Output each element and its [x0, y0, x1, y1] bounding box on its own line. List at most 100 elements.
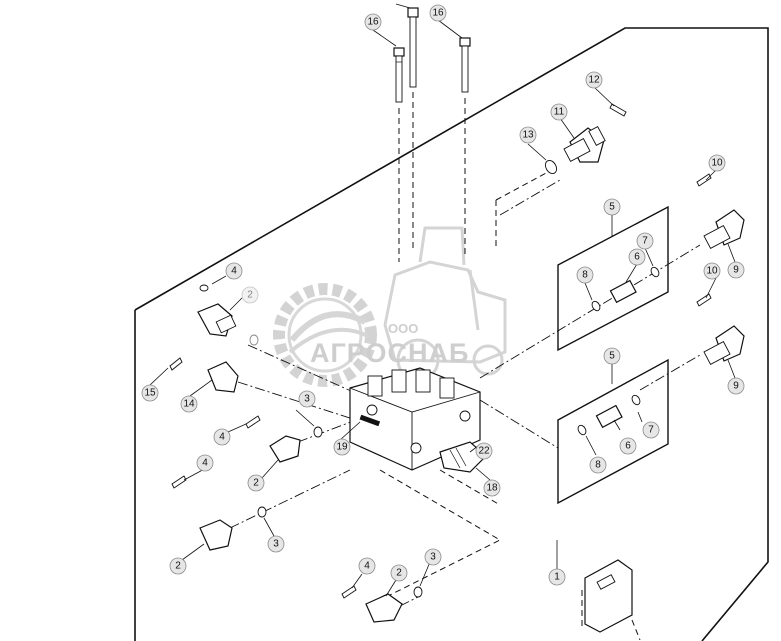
assembly-dash-lines — [379, 92, 549, 601]
svg-text:4: 4 — [202, 458, 208, 469]
svg-text:8: 8 — [582, 270, 588, 281]
callout-4-top: 4 — [225, 262, 243, 280]
elbow-2-lower — [199, 519, 233, 551]
svg-text:1: 1 — [554, 572, 560, 583]
svg-text:4: 4 — [231, 266, 237, 277]
svg-text:15: 15 — [144, 388, 156, 399]
plug-15 — [169, 357, 183, 371]
watermark-gear-icon — [273, 283, 377, 387]
oring-3-bottom — [413, 586, 423, 598]
assembly-frame — [134, 27, 769, 641]
oring-7-lower — [631, 394, 641, 406]
svg-text:11: 11 — [554, 107, 565, 118]
svg-text:6: 6 — [634, 252, 640, 263]
callout-2-lower: 2 — [169, 557, 187, 575]
svg-text:10: 10 — [711, 158, 723, 169]
callout-7-upper: 7 — [636, 232, 654, 250]
callout-5-upper: 5 — [603, 198, 621, 216]
bolt-right — [459, 37, 471, 93]
svg-text:7: 7 — [642, 236, 648, 247]
subassembly-box-upper — [557, 205, 669, 352]
elbow-9-upper — [703, 209, 745, 249]
callout-19: 19 — [333, 438, 351, 456]
svg-text:9: 9 — [733, 265, 739, 276]
svg-text:12: 12 — [588, 75, 600, 86]
callout-3-mid: 3 — [298, 390, 316, 408]
svg-text:6: 6 — [625, 441, 631, 452]
callout-6-upper: 6 — [628, 248, 646, 266]
cartridge-valve — [439, 441, 487, 473]
callout-10-upper: 10 — [708, 154, 726, 172]
callout-18: 18 — [483, 479, 501, 497]
svg-text:8: 8 — [595, 460, 601, 471]
oring-8-upper — [591, 300, 601, 312]
callout-4-mid: 4 — [213, 428, 231, 446]
svg-text:3: 3 — [273, 539, 279, 550]
callout-1: 1 — [548, 568, 566, 586]
svg-text:2: 2 — [253, 478, 259, 489]
plug-4-mid — [245, 415, 261, 429]
svg-text:4: 4 — [219, 432, 225, 443]
callout-14: 14 — [180, 395, 198, 413]
elbow-14 — [207, 361, 239, 393]
plug-10-lower — [696, 293, 712, 307]
watermark-brand: АГРОСНАБ — [310, 338, 469, 368]
plug-12 — [609, 103, 627, 117]
svg-text:16: 16 — [432, 8, 444, 19]
svg-text:19: 19 — [336, 442, 348, 453]
callout-9-lower: 9 — [727, 377, 745, 395]
svg-text:7: 7 — [648, 425, 654, 436]
svg-text:13: 13 — [522, 130, 534, 141]
svg-text:22: 22 — [478, 446, 490, 457]
elbow-2-bottom — [365, 593, 403, 623]
svg-text:3: 3 — [430, 552, 436, 563]
callout-3-bottom: 3 — [424, 548, 442, 566]
svg-text:14: 14 — [183, 399, 195, 410]
elbow-2-mid — [269, 435, 301, 463]
callout-5-lower: 5 — [603, 347, 621, 365]
svg-text:3: 3 — [304, 394, 310, 405]
callout-2-bottom: 2 — [390, 564, 408, 582]
callout-12: 12 — [585, 71, 603, 89]
callout-13: 13 — [519, 126, 537, 144]
centerlines — [229, 179, 701, 607]
subassembly-box-lower — [557, 358, 669, 505]
bolt-left — [393, 47, 405, 103]
oring-3-lower — [257, 506, 267, 518]
callout-4-lower: 4 — [196, 454, 214, 472]
callout-7-lower: 7 — [642, 421, 660, 439]
svg-text:18: 18 — [486, 483, 498, 494]
callout-8-upper: 8 — [576, 266, 594, 284]
svg-text:2: 2 — [175, 561, 181, 572]
callout-6-lower: 6 — [619, 437, 637, 455]
oring-4-top — [199, 284, 209, 292]
bracket — [581, 559, 641, 641]
svg-text:10: 10 — [706, 266, 718, 277]
callout-11: 11 — [550, 103, 568, 121]
oring-13 — [544, 159, 558, 175]
callout-3-lower: 3 — [267, 535, 285, 553]
watermark-harvester-icon — [383, 226, 507, 382]
svg-text:5: 5 — [609, 351, 615, 362]
svg-text:4: 4 — [364, 561, 370, 572]
callout-16-right: 16 — [429, 4, 447, 22]
callout-9-upper: 9 — [727, 261, 745, 279]
plug-10-upper — [696, 173, 712, 187]
fitting-11 — [563, 125, 606, 163]
plug-4-lower — [171, 475, 187, 489]
elbow-2-top — [197, 303, 237, 337]
leader-lines — [149, 3, 736, 597]
elbow-9-lower — [703, 325, 745, 365]
oring-2-top — [249, 334, 259, 346]
callout-10-lower: 10 — [703, 262, 721, 280]
callout-16-left: 16 — [364, 13, 382, 31]
watermark-prefix: ООО — [388, 321, 418, 336]
oring-7-upper — [650, 266, 660, 278]
adapter-6-lower — [595, 404, 623, 429]
adapter-6-upper — [609, 279, 637, 304]
valve-block — [349, 367, 481, 471]
svg-text:5: 5 — [609, 202, 615, 213]
svg-text:9: 9 — [733, 381, 739, 392]
bolt-middle — [407, 7, 419, 88]
